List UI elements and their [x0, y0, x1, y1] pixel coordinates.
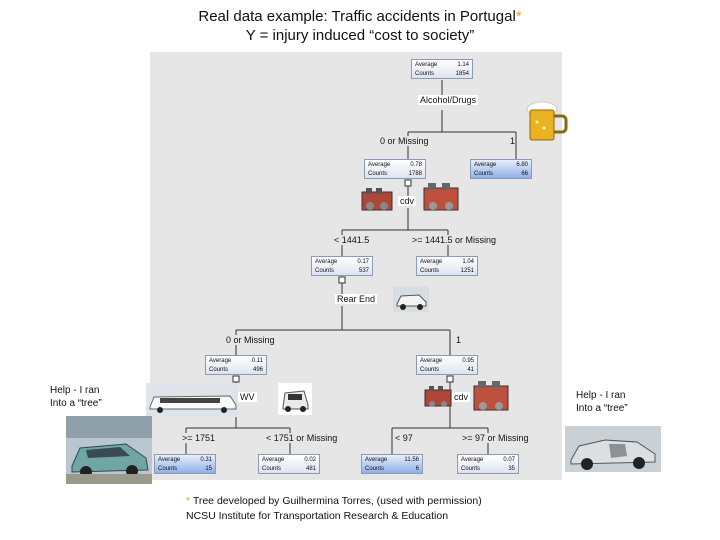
branch-label: < 1441.5	[334, 235, 370, 245]
crashed-car-icon	[393, 286, 429, 312]
footer-credit: * Tree developed by Guilhermina Torres, …	[186, 495, 482, 522]
split-cdv-2: cdv	[452, 392, 471, 402]
engine-icon	[423, 183, 459, 211]
crashed-car-photo-left	[66, 416, 152, 484]
engine-icon	[361, 188, 393, 211]
engine-icon	[473, 381, 509, 411]
split-rear-end: Rear End	[335, 294, 378, 304]
branch-label: < 97	[395, 433, 413, 443]
split-alcohol-drugs: Alcohol/Drugs	[418, 95, 479, 105]
branch-label: < 1751 or Missing	[266, 433, 338, 443]
branch-label: >= 97 or Missing	[462, 433, 529, 443]
footer-asterisk: *	[186, 495, 191, 507]
beer-mug-icon	[526, 101, 568, 141]
limousine-icon	[146, 383, 238, 417]
split-cdv: cdv	[398, 196, 417, 206]
engine-icon	[424, 386, 452, 407]
crashed-car-photo-right	[565, 426, 661, 472]
side-note-left: Help - I ran Into a “tree”	[50, 385, 102, 409]
small-car-icon	[278, 383, 312, 415]
branch-label: >= 1441.5 or Missing	[412, 235, 497, 245]
branch-label: 1	[456, 335, 462, 345]
title-text: Real data example: Traffic accidents in …	[198, 8, 516, 25]
split-wv: WV	[238, 392, 257, 402]
title-line-1: Real data example: Traffic accidents in …	[0, 8, 720, 25]
branch-label: >= 1751	[182, 433, 216, 443]
branch-label: 1	[510, 136, 516, 146]
branch-label: 0 or Missing	[226, 335, 275, 345]
title-line-2: Y = injury induced “cost to society”	[245, 27, 475, 44]
title-asterisk: *	[515, 8, 522, 25]
side-note-right: Help - I ran Into a “tree”	[576, 390, 628, 414]
branch-label: 0 or Missing	[380, 136, 429, 146]
